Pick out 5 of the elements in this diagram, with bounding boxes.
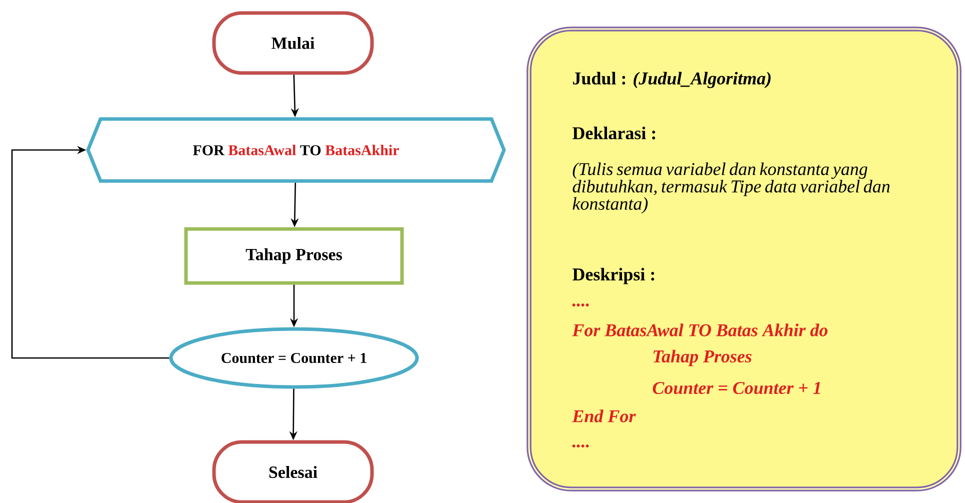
arrow xyxy=(11,146,170,359)
terminal-box: Selesai xyxy=(212,440,374,503)
process-box: Tahap Proses xyxy=(184,227,404,285)
loop-hexagon: FOR BatasAwal TO BatasAkhir xyxy=(86,117,506,183)
terminal-box: Mulai xyxy=(212,11,374,75)
